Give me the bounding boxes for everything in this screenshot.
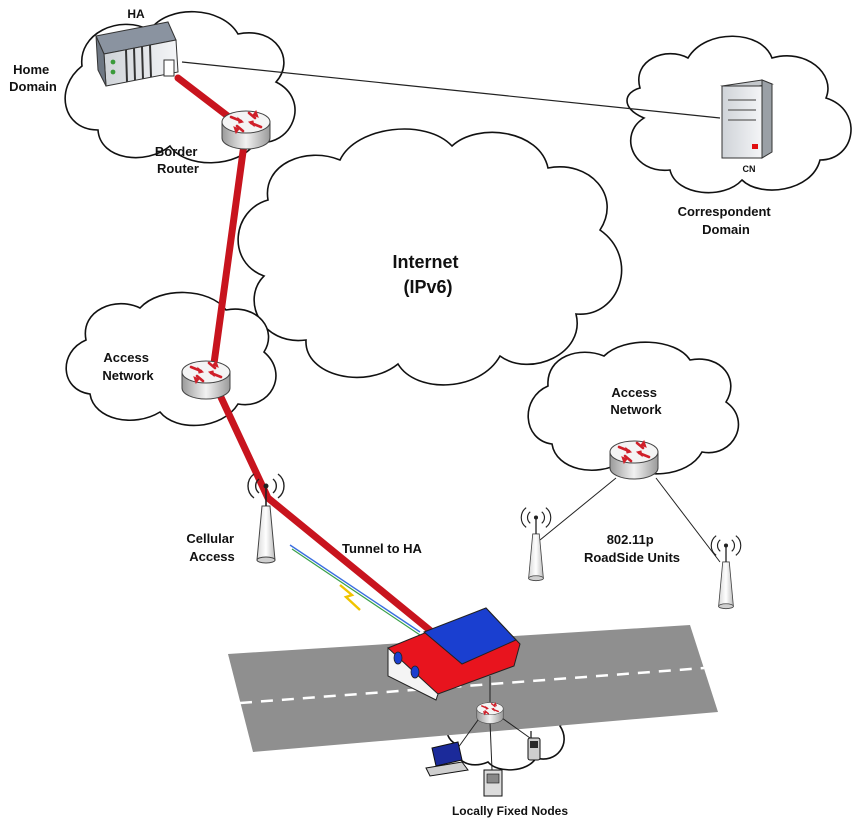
internet-label: Internet (IPv6) — [392, 252, 463, 297]
antenna-tower-icon — [520, 507, 552, 582]
phone-link — [501, 717, 531, 739]
access-network-right-cloud — [527, 341, 740, 475]
road-center-line — [239, 666, 705, 705]
cn-label: CN — [743, 164, 756, 174]
antenna-tower-icon — [247, 473, 285, 564]
router-icon — [220, 109, 272, 151]
rsu-link-right — [655, 477, 721, 563]
phone-icon — [527, 731, 541, 761]
access-network-left-label: Access Network — [102, 350, 154, 383]
server-tower-icon — [720, 79, 774, 159]
tunnel-label: Tunnel to HA — [342, 541, 423, 556]
road — [228, 625, 718, 752]
car-icon — [387, 607, 521, 701]
pda-icon — [483, 769, 503, 797]
lightning-icon — [339, 584, 361, 611]
wireless-link-green — [291, 548, 421, 636]
laptop-icon — [425, 741, 469, 777]
cellular-access-label: Cellular Access — [186, 531, 237, 564]
rsu-label: 802.11p RoadSide Units — [584, 532, 680, 565]
router-icon — [608, 439, 660, 481]
access-network-right-label: Access Network — [610, 385, 662, 417]
access-network-left-cloud — [65, 291, 277, 427]
cn-power-led — [752, 144, 758, 149]
rsu-link-left — [539, 477, 617, 541]
ha-label: HA — [127, 7, 145, 21]
correspondent-domain-label: Correspondent Domain — [678, 204, 775, 237]
router-icon — [476, 701, 504, 725]
border-router-label: Border Router — [155, 144, 201, 176]
pda-link — [489, 721, 493, 771]
antenna-tower-icon — [710, 535, 742, 610]
home-domain-label: Home Domain — [9, 62, 57, 94]
server-rack-icon — [95, 21, 179, 87]
local-nodes-label: Locally Fixed Nodes — [452, 804, 568, 818]
internet-cloud — [237, 128, 623, 386]
ha-cn-link — [181, 61, 721, 119]
router-icon — [180, 359, 232, 401]
wireless-link-blue — [289, 544, 421, 633]
